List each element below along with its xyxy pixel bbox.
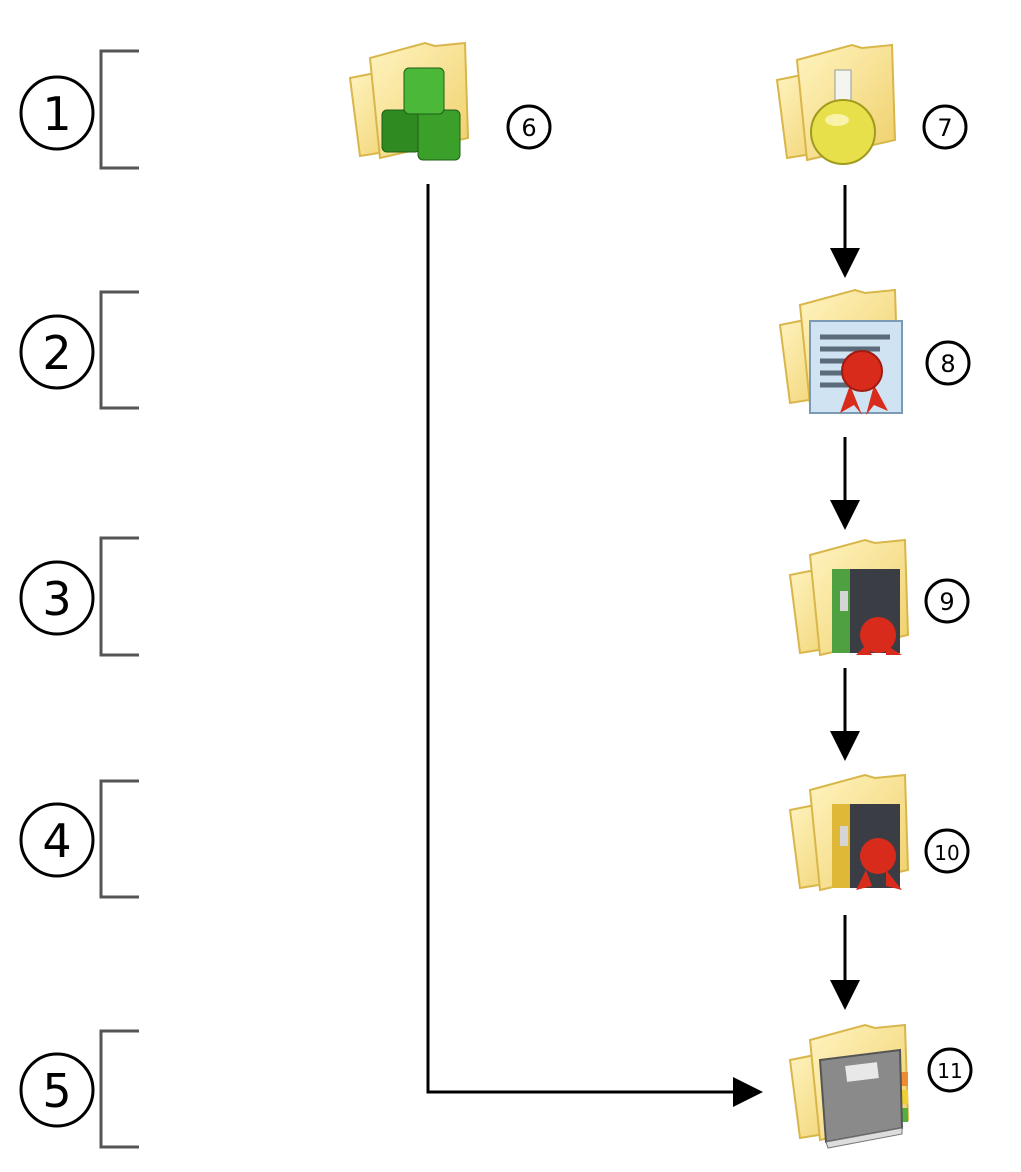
folder-flask-icon: [776, 44, 896, 165]
stage-label: 2: [42, 326, 71, 380]
bracket: [99, 779, 139, 899]
node-6: 6: [349, 42, 552, 161]
stage-4: 4: [19, 779, 139, 899]
stage-2: 2: [19, 290, 139, 410]
folder-book-icon: [789, 1024, 909, 1149]
node-label: 9: [939, 588, 954, 616]
stage-1: 1: [19, 49, 139, 170]
node-label: 11: [937, 1059, 962, 1083]
node-9: 9: [789, 539, 970, 656]
stage-5: 5: [19, 1029, 139, 1149]
stage-label: 1: [42, 87, 71, 141]
node-8: 8: [779, 289, 971, 415]
bracket: [99, 49, 139, 170]
stage-3: 3: [19, 536, 139, 657]
stage-label: 3: [42, 572, 71, 626]
node-10: 10: [789, 774, 970, 891]
connector-6-to-11: [426, 184, 763, 1107]
node-7: 7: [776, 44, 968, 165]
bracket: [99, 536, 139, 657]
folder-certificate-icon: [779, 289, 903, 415]
folder-binder-seal-icon: [789, 539, 909, 656]
folder-binder-seal-icon: [789, 774, 909, 891]
folder-green-cubes-icon: [349, 42, 469, 161]
node-11: 11: [789, 1024, 973, 1149]
stage-label: 4: [42, 814, 71, 868]
bracket: [99, 1029, 139, 1149]
stage-label: 5: [42, 1064, 71, 1118]
bracket: [99, 290, 139, 410]
node-label: 10: [934, 841, 959, 865]
node-label: 7: [937, 114, 952, 142]
node-label: 6: [521, 114, 536, 142]
node-label: 8: [940, 350, 955, 378]
